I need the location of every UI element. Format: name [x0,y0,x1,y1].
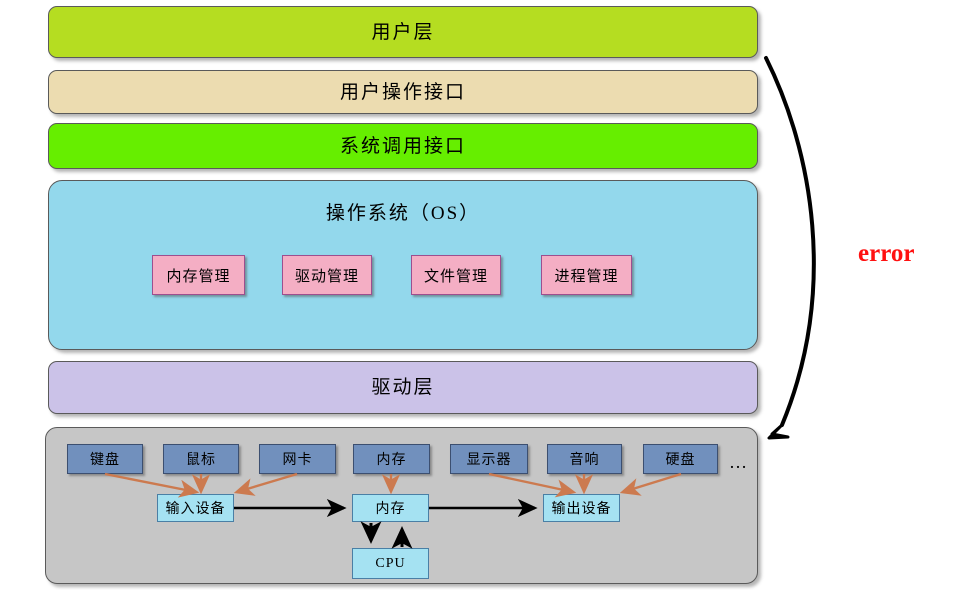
os-module-label: 驱动管理 [294,268,359,285]
layer-driver-label: 驱动层 [371,377,435,398]
io-block-output-device: 输出设备 [543,494,620,522]
error-curved-arrow [764,56,816,440]
hardware-device-monitor: 显示器 [450,444,528,474]
hardware-device-ellipsis: … [729,452,748,472]
io-block-label: 内存 [375,502,406,517]
io-block-cpu: CPU [352,548,429,579]
layer-user-interface-label: 用户操作接口 [339,81,466,103]
hardware-device-label: 音响 [569,453,600,468]
os-module-process-management: 进程管理 [541,255,632,295]
os-module-driver-management: 驱动管理 [282,255,372,295]
hardware-device-keyboard: 键盘 [67,444,143,474]
layer-user-label: 用户层 [371,21,435,43]
io-block-input-device: 输入设备 [157,494,234,522]
hardware-device-network-card: 网卡 [259,444,336,474]
io-block-label: 输出设备 [551,502,612,517]
layer-system-call-interface-label: 系统调用接口 [339,135,466,157]
hardware-device-label: 键盘 [90,453,120,468]
hardware-device-mouse: 鼠标 [163,444,239,474]
layer-operating-system-label: 操作系统（OS） [325,203,481,224]
layer-driver: 驱动层 [48,361,758,414]
os-module-memory-management: 内存管理 [152,255,245,295]
hardware-device-label: 显示器 [466,453,512,468]
layer-user: 用户层 [48,6,758,58]
hardware-device-label: 硬盘 [665,453,696,468]
error-annotation-label: error [858,240,915,267]
io-block-label: CPU [375,555,406,571]
hardware-device-label: 内存 [376,453,407,468]
io-block-label: 输入设备 [165,502,226,517]
layer-system-call-interface: 系统调用接口 [48,123,758,169]
hardware-device-memory: 内存 [353,444,430,474]
os-module-label: 进程管理 [554,268,619,285]
os-module-file-management: 文件管理 [411,255,501,295]
hardware-device-speaker: 音响 [547,444,622,474]
os-module-label: 内存管理 [166,268,231,285]
os-module-label: 文件管理 [423,268,488,285]
hardware-device-harddisk: 硬盘 [643,444,718,474]
hardware-device-label: 网卡 [282,453,313,468]
hardware-device-label: 鼠标 [186,453,216,468]
io-block-memory: 内存 [352,494,429,522]
layer-user-interface: 用户操作接口 [48,70,758,114]
